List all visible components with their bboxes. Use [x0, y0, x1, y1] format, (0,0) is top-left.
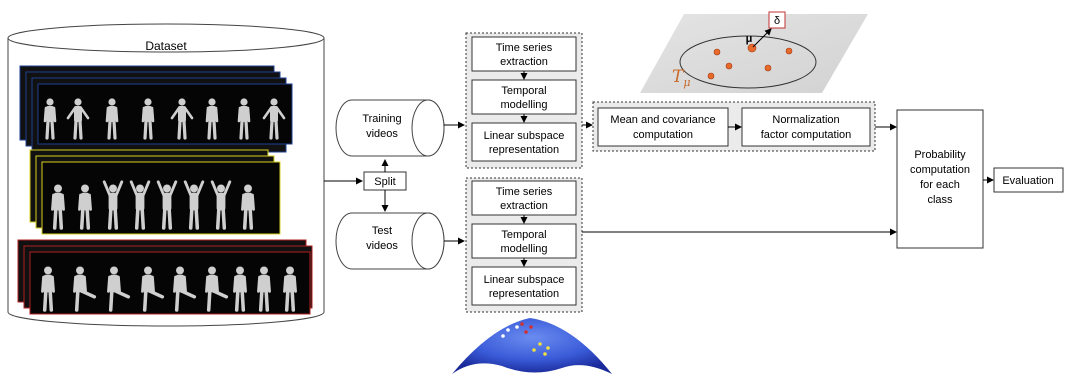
stats-panel: Mean and covariance computation Normaliz… — [582, 101, 897, 152]
training-step1-line1: Time series — [496, 42, 553, 54]
delta-label: δ — [774, 15, 780, 27]
test-pipeline-panel: Time series extraction Temporal modellin… — [465, 177, 583, 313]
silhouette-figure — [241, 184, 255, 230]
silhouette-figure — [173, 266, 197, 312]
dataset-label: Dataset — [145, 39, 187, 53]
norm-line1: Normalization — [772, 114, 839, 126]
training-step3-line2: representation — [489, 144, 559, 156]
test-step-temporal — [471, 223, 577, 259]
test-step1-line1: Time series — [496, 186, 553, 198]
delta-box — [768, 11, 786, 29]
training-videos-line1: Training — [362, 113, 401, 125]
silhouette-figure — [66, 98, 90, 140]
silhouette-figure — [43, 98, 57, 140]
silhouette-figure — [73, 266, 97, 312]
silhouette-figure — [156, 180, 178, 230]
mean-line1: Mean and covariance — [610, 114, 715, 126]
silhouette-figure — [170, 98, 194, 140]
silhouette-row-red — [41, 266, 297, 312]
prob-line1: Probability — [914, 149, 966, 161]
silhouette-figure — [41, 266, 55, 312]
normalization-box — [741, 107, 871, 147]
silhouette-figure — [141, 266, 165, 312]
silhouette-figure — [105, 98, 119, 140]
silhouette-row-yellow — [51, 180, 255, 230]
mean-line2: computation — [633, 129, 693, 141]
test-videos-line2: videos — [366, 240, 398, 252]
silhouette-row-blue — [43, 98, 286, 140]
silhouette-figure — [129, 180, 151, 230]
silhouette-figure — [205, 98, 219, 140]
test-step2-line2: modelling — [500, 243, 547, 255]
test-step3-line2: representation — [489, 288, 559, 300]
prob-line2: computation — [910, 164, 970, 176]
yellow-frame-stack — [29, 149, 281, 235]
training-step2-line2: modelling — [500, 99, 547, 111]
probability-box: Probability computation for each class — [896, 109, 984, 249]
blue-frame-stack — [19, 65, 293, 153]
training-step-subspace — [471, 122, 577, 162]
silhouette-figure — [262, 98, 286, 140]
silhouette-figure — [102, 180, 124, 230]
training-step-temporal — [471, 79, 577, 115]
evaluation-box — [993, 167, 1064, 193]
silhouette-figure — [78, 184, 92, 230]
silhouette-figure — [210, 180, 232, 230]
evaluation-label: Evaluation — [1002, 175, 1053, 187]
silhouette-figure — [237, 98, 251, 140]
silhouette-figure — [51, 184, 65, 230]
silhouette-figure — [205, 266, 229, 312]
silhouette-figure — [233, 266, 247, 312]
silhouette-figure — [141, 98, 155, 140]
training-pipeline-panel: Time series extraction Temporal modellin… — [465, 32, 583, 169]
test-step2-line1: Temporal — [501, 229, 546, 241]
silhouette-figure — [257, 266, 271, 312]
training-step2-line1: Temporal — [501, 85, 546, 97]
red-frame-stack — [17, 239, 313, 315]
norm-line2: factor computation — [761, 129, 852, 141]
tangent-plane-illustration: μ δ Tμ — [640, 11, 868, 93]
training-step3-line1: Linear subspace — [484, 130, 565, 142]
training-step1-line2: extraction — [500, 56, 548, 68]
mu-label: μ — [746, 33, 753, 45]
test-videos-line1: Test — [372, 225, 392, 237]
silhouette-figure — [183, 180, 205, 230]
t-mu-symbol: Tμ — [672, 67, 691, 89]
test-videos-cylinder: Test videos — [335, 212, 445, 270]
split-label: Split — [374, 176, 395, 188]
training-videos-line2: videos — [366, 128, 398, 140]
training-videos-cylinder: Training videos — [335, 99, 445, 157]
test-step-subspace — [471, 266, 577, 306]
test-step3-line1: Linear subspace — [484, 274, 565, 286]
test-step-time-series — [471, 180, 577, 216]
test-step1-line2: extraction — [500, 200, 548, 212]
silhouette-figure — [283, 266, 297, 312]
silhouette-figure — [107, 266, 131, 312]
manifold-illustration — [452, 318, 612, 374]
prob-line4: class — [927, 194, 953, 206]
mean-covariance-box — [597, 107, 729, 147]
prob-line3: for each — [920, 179, 960, 191]
